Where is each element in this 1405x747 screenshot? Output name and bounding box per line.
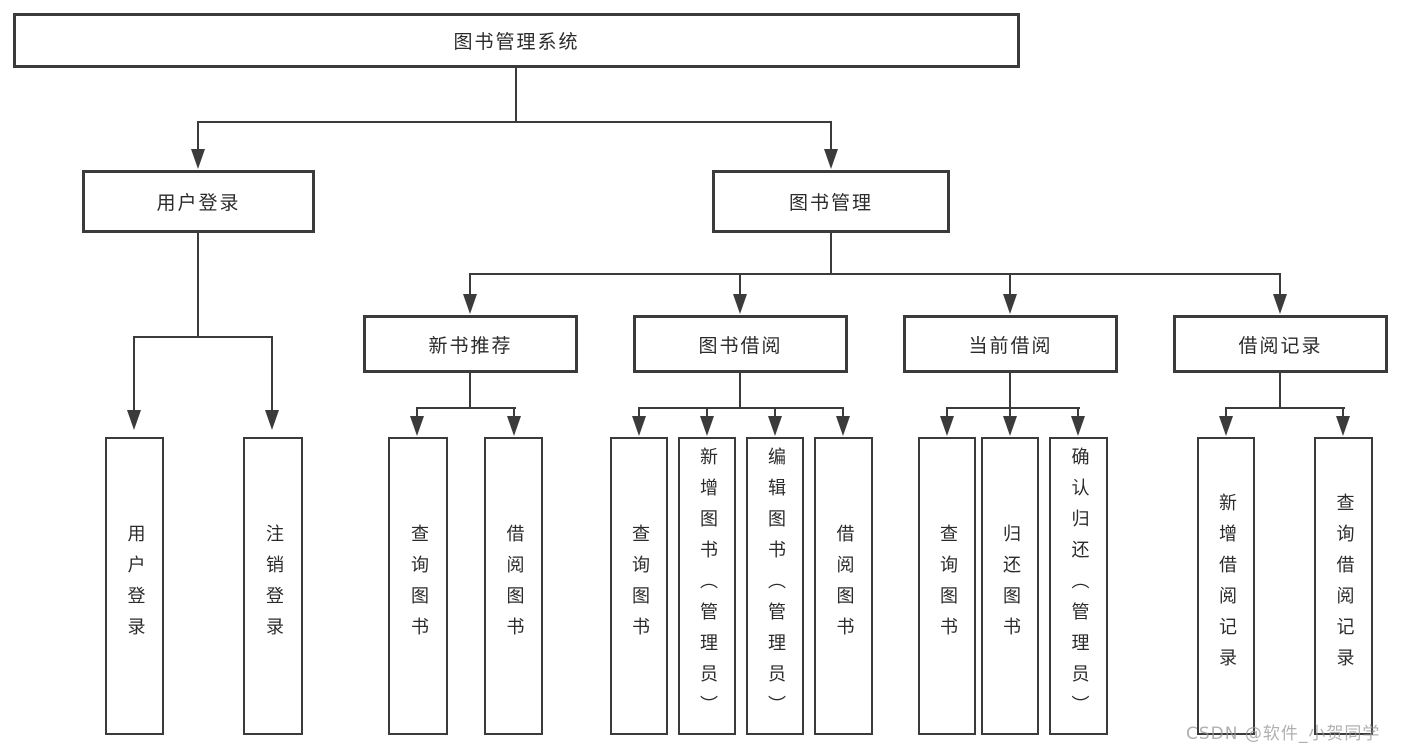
connector-arrowhead [824, 149, 838, 169]
connector-line [271, 336, 273, 414]
connector-line [197, 233, 199, 338]
connector-arrowhead [191, 149, 205, 169]
leaf-cb-query-books: 查询图书 [918, 437, 976, 735]
csdn-watermark: CSDN @软件_小贺同学 [1186, 724, 1381, 744]
node-user-login: 用户登录 [82, 170, 315, 233]
connector-arrowhead [1071, 416, 1085, 436]
connector-arrowhead [632, 416, 646, 436]
connector-line [197, 121, 832, 123]
leaf-cb-return-books: 归还图书 [981, 437, 1039, 735]
node-borrowing-records: 借阅记录 [1173, 315, 1388, 373]
node-book-borrowing: 图书借阅 [633, 315, 848, 373]
connector-line [706, 407, 708, 419]
connector-line [469, 273, 1281, 275]
leaf-br-add-record: 新增借阅记录 [1197, 437, 1255, 735]
connector-line [469, 273, 471, 298]
leaf-bb-add-books-admin: 新增图书（管理员） [678, 437, 736, 735]
connector-arrowhead [768, 416, 782, 436]
connector-line [469, 373, 471, 408]
connector-arrowhead [1336, 416, 1350, 436]
connector-arrowhead [1219, 416, 1233, 436]
connector-line [842, 407, 844, 419]
leaf-logout: 注销登录 [243, 437, 303, 735]
connector-arrowhead [265, 410, 279, 430]
connector-arrowhead [463, 294, 477, 314]
leaf-bb-edit-books-admin: 编辑图书（管理员） [746, 437, 804, 735]
connector-line [1225, 407, 1345, 409]
connector-line [513, 407, 515, 419]
connector-line [638, 407, 844, 409]
connector-line [946, 407, 1080, 409]
connector-arrowhead [1003, 416, 1017, 436]
node-current-borrowing: 当前借阅 [903, 315, 1118, 373]
connector-line [1279, 273, 1281, 298]
connector-line [638, 407, 640, 419]
connector-line [1225, 407, 1227, 419]
leaf-nbr-query-books: 查询图书 [388, 437, 448, 735]
connector-line [1279, 373, 1281, 408]
node-new-book-recommend: 新书推荐 [363, 315, 578, 373]
connector-line [515, 68, 517, 123]
node-book-management-system: 图书管理系统 [13, 13, 1020, 68]
leaf-user-login: 用户登录 [105, 437, 164, 735]
connector-line [133, 336, 135, 414]
connector-line [416, 407, 418, 419]
connector-arrowhead [410, 416, 424, 436]
connector-line [946, 407, 948, 419]
connector-arrowhead [127, 410, 141, 430]
leaf-bb-query-books: 查询图书 [610, 437, 668, 735]
leaf-nbr-borrow-books: 借阅图书 [484, 437, 543, 735]
connector-line [739, 373, 741, 408]
connector-line [1009, 407, 1011, 419]
connector-line [133, 336, 273, 338]
connector-line [1077, 407, 1079, 419]
connector-arrowhead [836, 416, 850, 436]
connector-line [739, 273, 741, 298]
leaf-bb-borrow-books: 借阅图书 [814, 437, 873, 735]
connector-line [830, 121, 832, 152]
leaf-br-query-record: 查询借阅记录 [1314, 437, 1373, 735]
connector-line [197, 121, 199, 152]
connector-arrowhead [1003, 294, 1017, 314]
connector-arrowhead [940, 416, 954, 436]
connector-line [1009, 273, 1011, 298]
connector-line [1009, 373, 1011, 408]
connector-line [830, 233, 832, 275]
node-book-management: 图书管理 [712, 170, 950, 233]
connector-line [416, 407, 516, 409]
connector-arrowhead [700, 416, 714, 436]
connector-line [774, 407, 776, 419]
connector-arrowhead [733, 294, 747, 314]
connector-line [1342, 407, 1344, 419]
connector-arrowhead [1273, 294, 1287, 314]
connector-arrowhead [507, 416, 521, 436]
leaf-cb-confirm-return-admin: 确认归还（管理员） [1049, 437, 1108, 735]
